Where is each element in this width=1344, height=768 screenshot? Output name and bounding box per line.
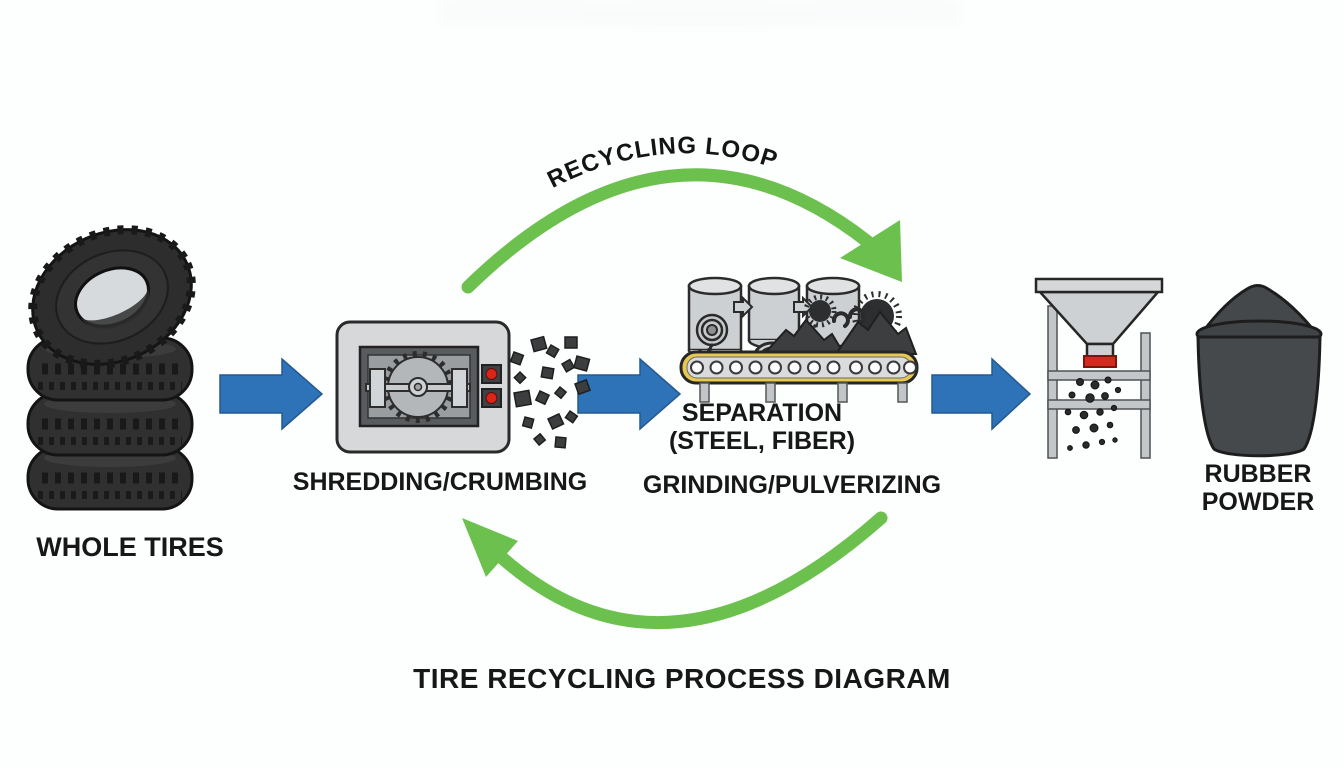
rubber-label-line2: POWDER (1201, 487, 1315, 516)
shredder-machine-icon (335, 320, 511, 454)
indicator-button-icon (481, 388, 502, 408)
separator-cylinder-icon (687, 276, 743, 360)
conveyor-separator-icon (679, 276, 919, 403)
rubber-powder-bin-icon (1195, 284, 1323, 458)
rubber-label-line1: RUBBER (1204, 460, 1312, 488)
separation-label-line1: SEPARATION (681, 399, 843, 427)
flow-arrow-1-icon (219, 357, 324, 431)
stage-label-shredding: SHREDDING/CRUMBING (292, 468, 588, 496)
indicator-button-icon (481, 364, 502, 384)
flow-arrow-2-icon (577, 357, 682, 431)
transfer-arrow-icon (733, 295, 754, 319)
diagram-title: TIRE RECYCLING PROCESS DIAGRAM (413, 663, 951, 694)
faint-watermark (440, 0, 960, 26)
fiber-squiggle-icon (831, 307, 866, 328)
stage-label-separation: SEPARATION (STEEL, FIBER) (668, 399, 856, 455)
stage-label-whole-tires: WHOLE TIRES (36, 532, 224, 562)
hopper-grinder-icon (1034, 277, 1164, 459)
falling-granules-icon (1064, 376, 1122, 451)
recycling-loop-top-arrow-icon (461, 168, 902, 294)
shredded-chunks-icon (509, 335, 591, 449)
tire-stack-icon (11, 225, 213, 509)
conveyor-belt-icon (679, 350, 919, 403)
stage-label-rubber-powder: RUBBER POWDER (1201, 460, 1315, 516)
separation-label-line2: (STEEL, FIBER) (668, 426, 856, 455)
stage-label-grinding: GRINDING/PULVERIZING (642, 471, 942, 499)
flow-arrow-3-icon (931, 357, 1032, 431)
rubber-pile-icon (834, 310, 918, 355)
crumb-ball-icon (803, 294, 837, 328)
recycling-loop-bottom-arrow-icon (462, 511, 888, 630)
